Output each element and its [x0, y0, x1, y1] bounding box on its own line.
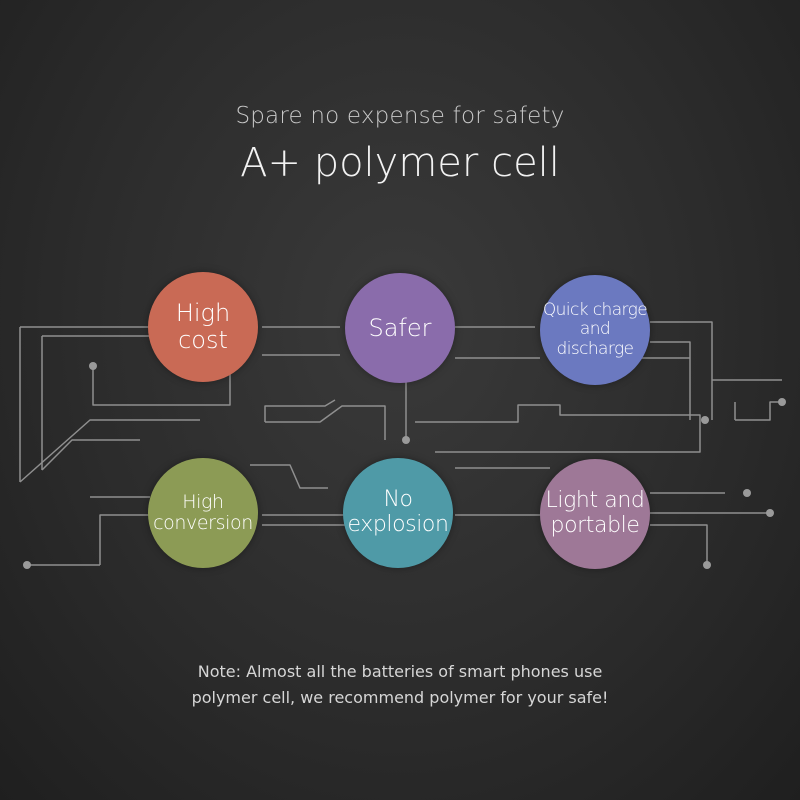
footnote-line: Note: Almost all the batteries of smart …	[197, 662, 603, 681]
feature-label-line: explosion	[347, 512, 449, 537]
footnote: Note: Almost all the batteries of smart …	[0, 659, 800, 711]
feature-label-line: No	[383, 487, 413, 513]
feature-label-line: Quick charge	[542, 300, 648, 321]
feature-label-line: Light and	[545, 488, 645, 514]
feature-quick-charge: Quick charge and discharge	[540, 275, 650, 385]
feature-label-line: discharge	[556, 338, 634, 359]
feature-high-conversion: High conversion	[148, 458, 258, 568]
feature-safer: Safer	[345, 273, 455, 383]
page-title: A+ polymer cell	[240, 140, 560, 186]
feature-label-line: Safer	[368, 313, 432, 342]
feature-label-line: and	[579, 319, 611, 340]
feature-label-line: High	[175, 299, 231, 328]
feature-label-line: portable	[550, 513, 640, 538]
feature-no-explosion: No explosion	[343, 458, 453, 568]
feature-label-line: cost	[178, 326, 228, 354]
feature-high-cost: High cost	[148, 272, 258, 382]
feature-light-portable: Light and portable	[540, 459, 650, 569]
footnote-line: polymer cell, we recommend polymer for y…	[191, 688, 609, 707]
feature-label-line: conversion	[153, 512, 253, 534]
subtitle: Spare no expense for safety	[235, 103, 565, 129]
feature-label-line: High	[182, 490, 224, 513]
